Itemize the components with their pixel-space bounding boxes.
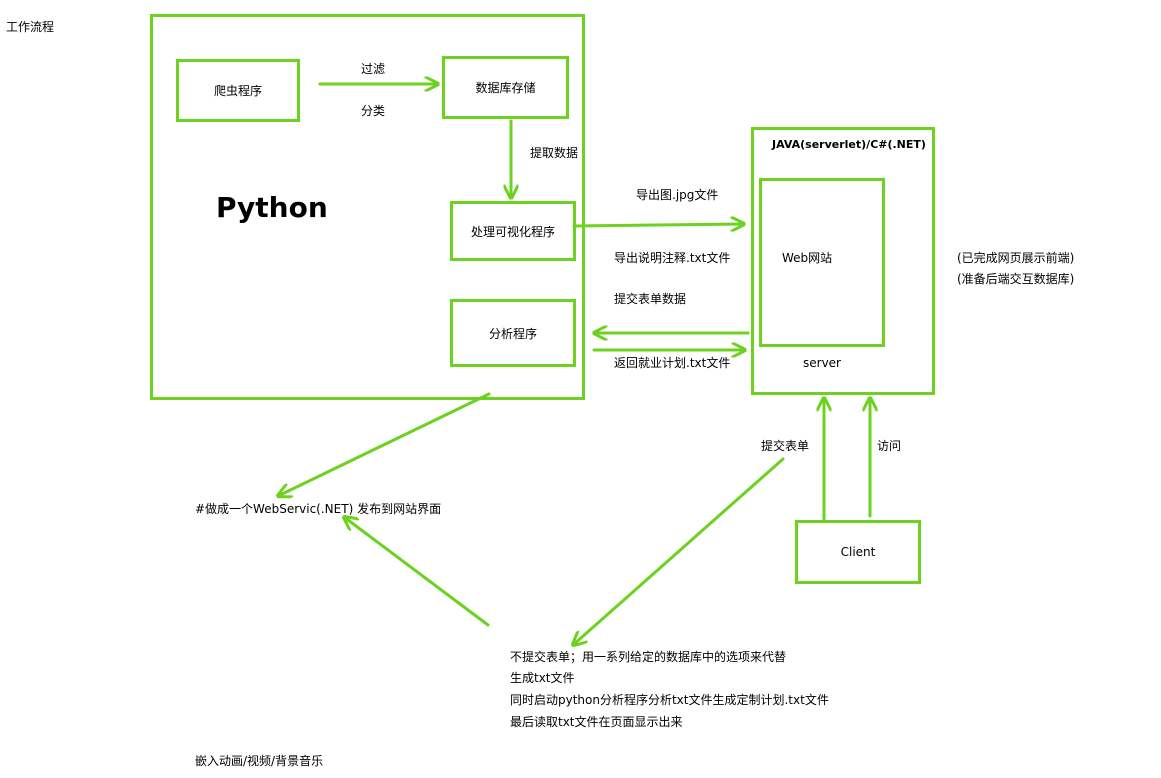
webservice-note: #做成一个WebServic(.NET) 发布到网站界面: [195, 502, 442, 516]
edge-label-return-plan: 返回就业计划.txt文件: [614, 356, 731, 370]
analysis-node: 分析程序: [450, 299, 576, 367]
note-line-3: 同时启动python分析程序分析txt文件生成定制计划.txt文件: [510, 693, 829, 707]
visualize-node: 处理可视化程序: [450, 201, 576, 261]
status-backend: (准备后端交互数据库): [957, 272, 1075, 286]
note-line-1: 不提交表单；用一系列给定的数据库中的选项来代替: [510, 650, 787, 664]
note-line-2: 生成txt文件: [510, 671, 575, 685]
analysis-label: 分析程序: [488, 326, 537, 341]
edge-label-submit-form-data: 提交表单数据: [614, 292, 687, 306]
arrow-submitform-to-note: [573, 457, 785, 645]
java-title: JAVA(serverlet)/C#(.NET): [772, 138, 926, 151]
arrow-python-to-webservice: [278, 392, 491, 496]
edge-label-export-txt: 导出说明注释.txt文件: [614, 251, 731, 265]
db-storage-node: 数据库存储: [442, 56, 569, 119]
java-container: [751, 127, 935, 395]
edge-label-export-jpg: 导出图.jpg文件: [636, 188, 719, 202]
server-label: server: [803, 356, 841, 370]
edge-label-filter: 过滤: [361, 62, 386, 76]
note-line-4: 最后读取txt文件在页面显示出来: [510, 715, 683, 729]
footer-note: 嵌入动画/视频/背景音乐: [195, 754, 324, 768]
status-frontend: (已完成网页展示前端): [957, 251, 1075, 265]
visualize-label: 处理可视化程序: [470, 224, 555, 239]
client-node: Client: [795, 520, 921, 584]
arrow-visualize-to-web: [572, 224, 744, 226]
db-storage-label: 数据库存储: [475, 81, 536, 95]
crawler-label: 爬虫程序: [213, 84, 262, 98]
edge-label-visit: 访问: [877, 439, 902, 453]
edge-label-submit-form: 提交表单: [761, 439, 810, 453]
python-label: Python: [216, 191, 328, 224]
python-container: [150, 14, 585, 400]
edge-label-extract: 提取数据: [530, 146, 579, 160]
crawler-node: 爬虫程序: [176, 59, 300, 122]
client-label: Client: [840, 545, 876, 559]
arrow-note-to-webservice: [344, 517, 490, 627]
page-title: 工作流程: [6, 20, 55, 34]
website-label: Web网站: [782, 251, 833, 265]
edge-label-classify: 分类: [361, 104, 386, 118]
website-node: [759, 178, 885, 347]
